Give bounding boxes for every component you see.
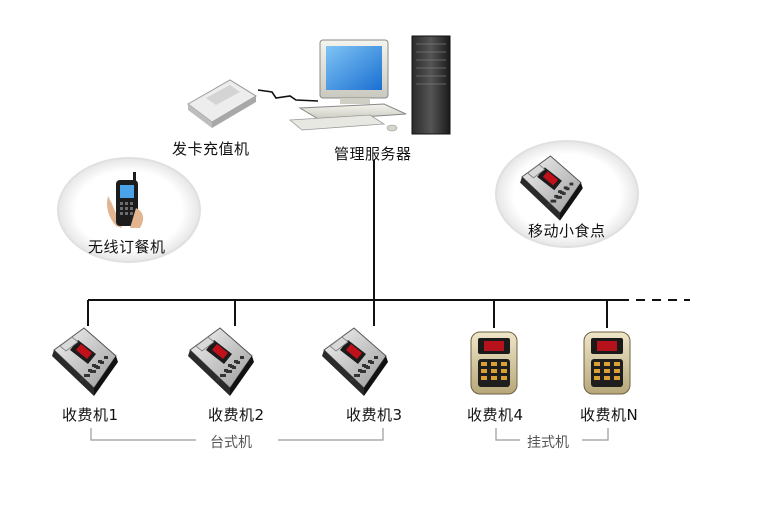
- server-label: 管理服务器: [334, 145, 412, 163]
- wall-group-label: 挂式机: [527, 435, 569, 451]
- card-reader-label: 发卡充值机: [172, 140, 250, 158]
- terminal-label: 收费机1: [62, 406, 119, 424]
- card-reader-icon: [187, 79, 257, 128]
- mobile-phone-icon: [107, 172, 144, 228]
- desk-pos-terminal-icon: [51, 327, 119, 397]
- desk-pos-terminal-icon: [321, 327, 389, 397]
- desk-group-bracket: [90, 428, 384, 441]
- terminal-label: 收费机4: [467, 406, 524, 424]
- card-reader-link: [257, 89, 319, 102]
- terminal-drop-lines: [87, 300, 608, 328]
- desk-group-label: 台式机: [210, 435, 252, 451]
- terminal-label: 收费机3: [346, 406, 403, 424]
- terminal-label: 收费机N: [580, 406, 639, 424]
- wall-pos-terminal-icon: [470, 331, 518, 395]
- mobile-label: 移动小食点: [528, 222, 606, 240]
- wall-group-bracket: [495, 428, 609, 441]
- monitor-and-tower-icon: [288, 35, 451, 135]
- terminal-label: 收费机2: [208, 406, 265, 424]
- wireless-label: 无线订餐机: [88, 238, 166, 256]
- wall-pos-terminal-icon: [583, 331, 631, 395]
- desk-pos-terminal-icon: [187, 327, 255, 397]
